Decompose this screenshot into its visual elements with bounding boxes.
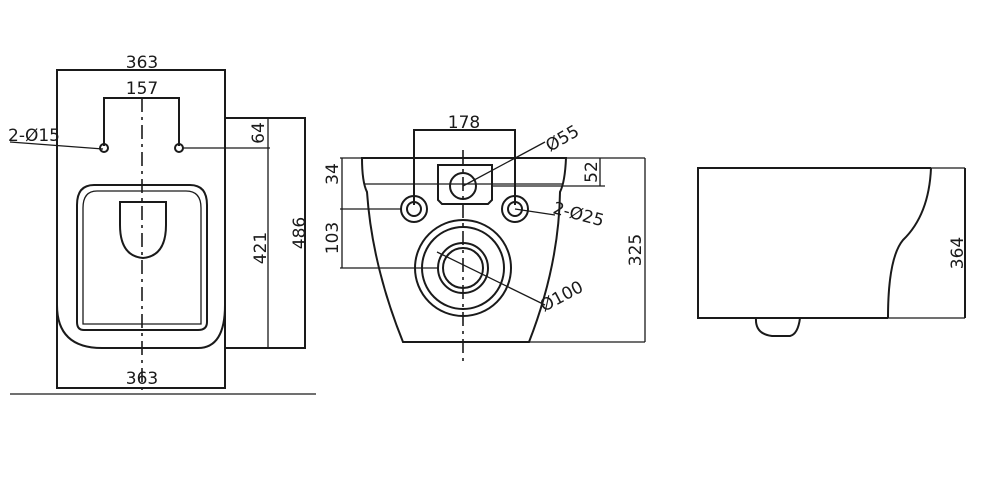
dim-o100-label: Ø100 [537, 277, 587, 316]
bolt-hole-label: 2-Ø15 [8, 126, 60, 146]
front-view: 178 Ø55 52 2-Ø25 325 34 103 Ø100 [323, 113, 646, 362]
dim-157-label: 157 [126, 79, 158, 99]
inlet-housing [437, 164, 493, 205]
dim-o55-leader [462, 141, 546, 187]
seat-outline [76, 184, 208, 331]
dim-178-bracket [413, 129, 516, 205]
dim-103-label: 103 [323, 222, 343, 254]
bolt-hole-leader [9, 141, 104, 150]
dim-o25-label: 2-Ø25 [551, 199, 606, 232]
dim-o55-label: Ø55 [543, 122, 583, 157]
side-body-curve [887, 167, 932, 319]
side-view: 364 [697, 167, 968, 337]
dim-o100-leader [436, 251, 546, 306]
top-view: 157 363 363 2-Ø15 64 421 486 [8, 53, 316, 395]
top-view-frame [56, 69, 226, 389]
dim-363-bottom-label: 363 [126, 369, 158, 389]
dim-364-label: 364 [948, 237, 968, 269]
dim-363-top-label: 363 [126, 53, 158, 73]
dim-325-label: 325 [626, 234, 646, 266]
dim-34-label: 34 [323, 163, 343, 185]
dim-486-label: 486 [290, 217, 310, 249]
dim-421-label: 421 [251, 232, 271, 264]
bowl-outline [56, 118, 226, 349]
seat-inner-outline [82, 190, 202, 325]
side-frame [697, 167, 931, 319]
dim-157-bracket [103, 97, 180, 146]
dim-64-label: 64 [249, 122, 269, 144]
dim-52-label: 52 [582, 161, 602, 183]
side-outlet-foot [754, 317, 801, 337]
dim-178-label: 178 [448, 113, 480, 133]
dim-o25-leader [514, 208, 556, 216]
bowl-opening [119, 201, 167, 260]
